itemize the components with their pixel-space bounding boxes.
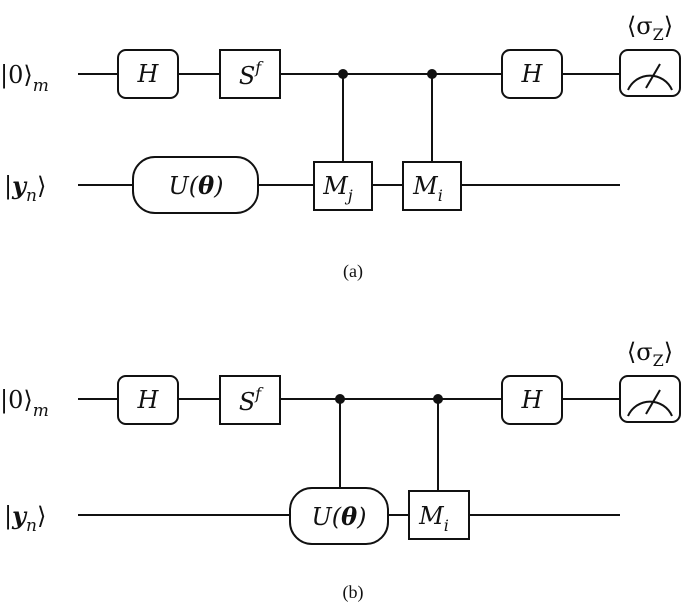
- control-dot-u-b: [335, 394, 345, 404]
- hadamard-gate-1-a: H: [117, 49, 179, 99]
- sf-gate-a: Sf: [219, 49, 281, 99]
- ancilla-label-b: |0⟩m: [0, 386, 49, 421]
- measurement-label-b: ⟨σZ⟩: [627, 338, 673, 370]
- control-dot-mj-a: [338, 69, 348, 79]
- svg-text:Mi: Mi: [418, 502, 449, 535]
- circuit-a: |0⟩m |yn⟩ H Sf U(θ) Mj: [0, 12, 681, 282]
- hadamard-gate-1-b: H: [117, 375, 179, 425]
- svg-text:H: H: [137, 60, 160, 88]
- measurement-meter-icon-b: [619, 375, 681, 423]
- hadamard-gate-2-a: H: [501, 49, 563, 99]
- mi-gate-a: Mi: [402, 161, 462, 211]
- measurement-label-a: ⟨σZ⟩: [627, 12, 673, 44]
- mi-gate-b: Mi: [408, 490, 470, 540]
- unitary-gate-a: U(θ): [132, 156, 259, 214]
- control-dot-mi-a: [427, 69, 437, 79]
- svg-text:Mj: Mj: [322, 172, 353, 205]
- svg-text:H: H: [521, 386, 544, 414]
- hadamard-gate-2-b: H: [501, 375, 563, 425]
- svg-text:Sf: Sf: [239, 58, 264, 90]
- mj-gate-a: Mj: [313, 161, 373, 211]
- sf-gate-b: Sf: [219, 375, 281, 425]
- svg-text:U(θ): U(θ): [312, 502, 367, 531]
- svg-text:H: H: [137, 386, 160, 414]
- svg-text:Mi: Mi: [412, 172, 443, 205]
- ancilla-label-a: |0⟩m: [0, 61, 49, 96]
- unitary-gate-b: U(θ): [289, 487, 389, 545]
- svg-text:Sf: Sf: [239, 384, 264, 416]
- caption-b: (b): [343, 582, 364, 603]
- svg-text:U(θ): U(θ): [169, 171, 224, 200]
- control-dot-mi-b: [433, 394, 443, 404]
- data-label-b: |yn⟩: [4, 501, 46, 536]
- circuit-b: |0⟩m |yn⟩ H Sf U(θ) Mi: [0, 338, 681, 603]
- caption-a: (a): [343, 261, 363, 282]
- measurement-meter-icon-a: [619, 49, 681, 97]
- data-label-a: |yn⟩: [4, 171, 46, 206]
- svg-text:H: H: [521, 60, 544, 88]
